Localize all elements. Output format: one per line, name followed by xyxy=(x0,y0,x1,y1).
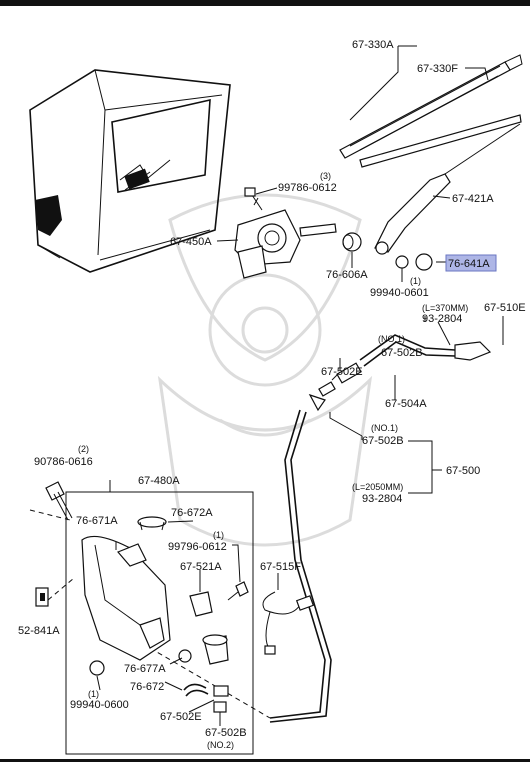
reservoir-box xyxy=(65,491,254,755)
leader-dash-b xyxy=(47,577,75,601)
top-rule xyxy=(0,0,530,6)
label-67-504A[interactable]: 67-504A xyxy=(385,398,427,410)
washer-reservoir xyxy=(81,535,171,661)
nut-99940-0601 xyxy=(395,255,409,269)
label-67-502E-a[interactable]: 67-502E xyxy=(321,366,363,378)
label-67-502E-b[interactable]: 67-502E xyxy=(160,711,202,723)
bolt-90786-0616 xyxy=(45,481,73,521)
lower-hose xyxy=(149,409,332,723)
label-67-502B-b[interactable]: 67-502B xyxy=(362,435,404,447)
label-76-641A[interactable]: 76-641A xyxy=(448,258,490,270)
bottom-rule xyxy=(0,759,530,762)
label-99940-0601[interactable]: 99940-0601 xyxy=(370,287,429,299)
no1-a: (NO.1) xyxy=(378,334,405,344)
label-90786-0616[interactable]: 90786-0616 xyxy=(34,456,93,468)
label-67-515F[interactable]: 67-515F xyxy=(260,561,301,573)
label-99796-0612[interactable]: 99796-0612 xyxy=(168,541,227,553)
leader-dash-a xyxy=(29,509,71,521)
joints-lower xyxy=(213,685,229,713)
qty-99796-0612: (1) xyxy=(213,530,224,540)
label-67-502B-c[interactable]: 67-502B xyxy=(205,727,247,739)
no2: (NO.2) xyxy=(207,740,234,750)
cap-76-672A xyxy=(137,516,167,531)
length-370: (L=370MM) xyxy=(422,303,468,313)
wiper-motor xyxy=(234,187,337,279)
wiper-blade xyxy=(339,54,523,168)
leader-lines xyxy=(96,45,504,726)
label-67-330F[interactable]: 67-330F xyxy=(417,63,458,75)
nut-99940-0600 xyxy=(89,660,105,676)
qty-99940-0600: (1) xyxy=(88,689,99,699)
label-76-672A[interactable]: 76-672A xyxy=(171,507,213,519)
upper-hose xyxy=(359,334,492,367)
label-99940-0600[interactable]: 99940-0600 xyxy=(70,699,129,711)
label-76-672[interactable]: 76-672 xyxy=(130,681,164,693)
qty-99786-0612: (3) xyxy=(320,171,331,181)
pump-harness xyxy=(262,591,315,655)
label-52-841A[interactable]: 52-841A xyxy=(18,625,60,637)
vehicle-rear-illustration xyxy=(29,69,231,273)
label-67-330A[interactable]: 67-330A xyxy=(352,39,394,51)
joints-upper xyxy=(308,362,362,412)
highlight-box xyxy=(445,254,497,272)
label-67-450A[interactable]: 67-450A xyxy=(170,236,212,248)
qty-90786-0616: (2) xyxy=(78,444,89,454)
bolt-99796-0612 xyxy=(227,581,249,601)
label-67-500[interactable]: 67-500 xyxy=(446,465,480,477)
label-76-677A[interactable]: 76-677A xyxy=(124,663,166,675)
label-76-606A[interactable]: 76-606A xyxy=(326,269,368,281)
label-93-2804-top[interactable]: 93-2804 xyxy=(422,313,462,325)
grommet-76-677A xyxy=(178,649,192,663)
label-67-480A[interactable]: 67-480A xyxy=(138,475,180,487)
label-67-502B-a[interactable]: 67-502B xyxy=(381,347,423,359)
cap-76-641A xyxy=(415,253,433,271)
label-67-510E[interactable]: 67-510E xyxy=(484,302,526,314)
hose-76-672 xyxy=(183,683,209,697)
label-76-671A[interactable]: 76-671A xyxy=(76,515,118,527)
wiper-arm xyxy=(374,123,521,255)
qty-99940-0601: (1) xyxy=(410,276,421,286)
pump-67-521A xyxy=(189,591,229,665)
label-99786-0612[interactable]: 99786-0612 xyxy=(278,182,337,194)
bracket-52-841A xyxy=(35,587,49,607)
label-67-521A[interactable]: 67-521A xyxy=(180,561,222,573)
no1-b: (NO.1) xyxy=(371,423,398,433)
watermark-emblem xyxy=(157,193,373,547)
label-93-2804-bot[interactable]: 93-2804 xyxy=(362,493,402,505)
label-67-421A[interactable]: 67-421A xyxy=(452,193,494,205)
length-2050: (L=2050MM) xyxy=(352,482,403,492)
grommet-76-606A xyxy=(342,232,362,252)
